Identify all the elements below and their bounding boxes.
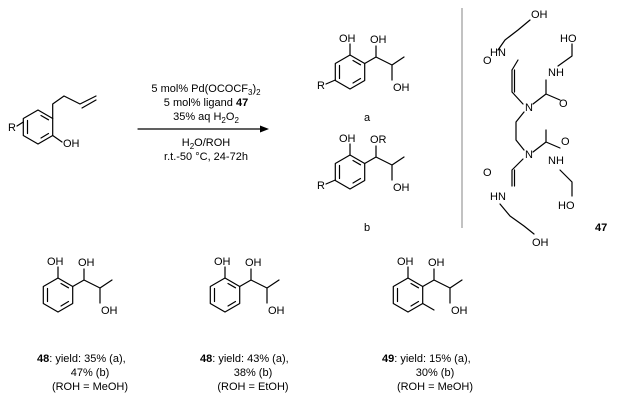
atom-label-ho: HO (560, 33, 577, 45)
atom-label-oh: OH (393, 182, 410, 194)
product-label-b: b (364, 222, 370, 234)
ligand-number: 47 (595, 222, 607, 234)
atom-label-r: R (8, 122, 16, 134)
atom-label-r: R (317, 180, 325, 192)
condition-catalyst: 5 mol% Pd(OCOCF3)2 (151, 83, 261, 97)
atom-label-oh: OH (339, 133, 356, 145)
atom-label-r: R (317, 80, 325, 92)
atom-label-o: O (483, 167, 492, 179)
atom-label-o: O (561, 136, 570, 148)
atom-label-oh: OH (428, 257, 445, 269)
example-solvent: (ROH = EtOH) (217, 381, 288, 393)
example-yield-line1: 49: yield: 15% (a), (382, 353, 471, 365)
atom-label-hn: HN (490, 47, 506, 59)
example-yield-line2: 38% (b) (234, 367, 273, 379)
atom-label-n: N (525, 149, 533, 161)
atom-label-oh: OH (532, 237, 549, 249)
atom-label-n: N (525, 102, 533, 114)
atom-label-oh: OH (214, 256, 231, 268)
product-label-a: a (364, 112, 371, 124)
atom-label-oh: OH (531, 9, 548, 21)
atom-label-or: OR (370, 134, 387, 146)
atom-label-nh: NH (548, 155, 564, 167)
product-a: OH OH OH R a (317, 33, 410, 124)
condition-oxidant: 35% aq H2O2 (173, 111, 239, 125)
product-b: OH OR OH R b (317, 133, 410, 234)
atom-label-oh: OH (393, 82, 410, 94)
atom-label-oh: OH (339, 33, 356, 45)
reaction-conditions: 5 mol% Pd(OCOCF3)2 5 mol% ligand 47 35% … (151, 83, 261, 163)
example-48-etoh: OH OH OH 48: yield: 43% (a), 38% (b) (RO… (200, 256, 289, 393)
example-yield-line2: 47% (b) (71, 367, 110, 379)
atom-label-oh: OH (397, 256, 414, 268)
condition-ligand: 5 mol% ligand 47 (164, 97, 248, 109)
example-48-meoh: OH OH OH 48: yield: 35% (a), 47% (b) (RO… (37, 256, 128, 393)
example-solvent: (ROH = MeOH) (397, 381, 473, 393)
example-yield-line2: 30% (b) (416, 367, 455, 379)
atom-label-oh: OH (101, 305, 118, 317)
atom-label-hn: HN (490, 191, 506, 203)
atom-label-nh: NH (548, 67, 564, 79)
example-solvent: (ROH = MeOH) (52, 381, 128, 393)
atom-label-ho: HO (558, 200, 575, 212)
example-49-meoh: OH OH OH 49: yield: 15% (a), 30% (b) (RO… (382, 256, 473, 393)
atom-label-oh: OH (47, 256, 64, 268)
ligand-47: N N O HN OH O NH HO O NH HO O HN OH 47 (483, 9, 607, 249)
atom-label-oh: OH (268, 305, 285, 317)
atom-label-oh: OH (63, 138, 80, 150)
atom-label-oh: OH (78, 257, 95, 269)
atom-label-oh: OH (370, 34, 387, 46)
condition-temperature-time: r.t.-50 °C, 24-72h (164, 151, 248, 163)
reaction-arrow (137, 125, 269, 133)
example-yield-line1: 48: yield: 43% (a), (200, 353, 289, 365)
atom-label-oh: OH (245, 257, 262, 269)
example-yield-line1: 48: yield: 35% (a), (37, 353, 126, 365)
atom-label-o: O (559, 98, 568, 110)
condition-solvent: H2O/ROH (182, 137, 231, 151)
atom-label-o: O (483, 55, 492, 67)
atom-label-oh: OH (451, 305, 468, 317)
starting-material-allylphenol: OH R (8, 95, 97, 150)
